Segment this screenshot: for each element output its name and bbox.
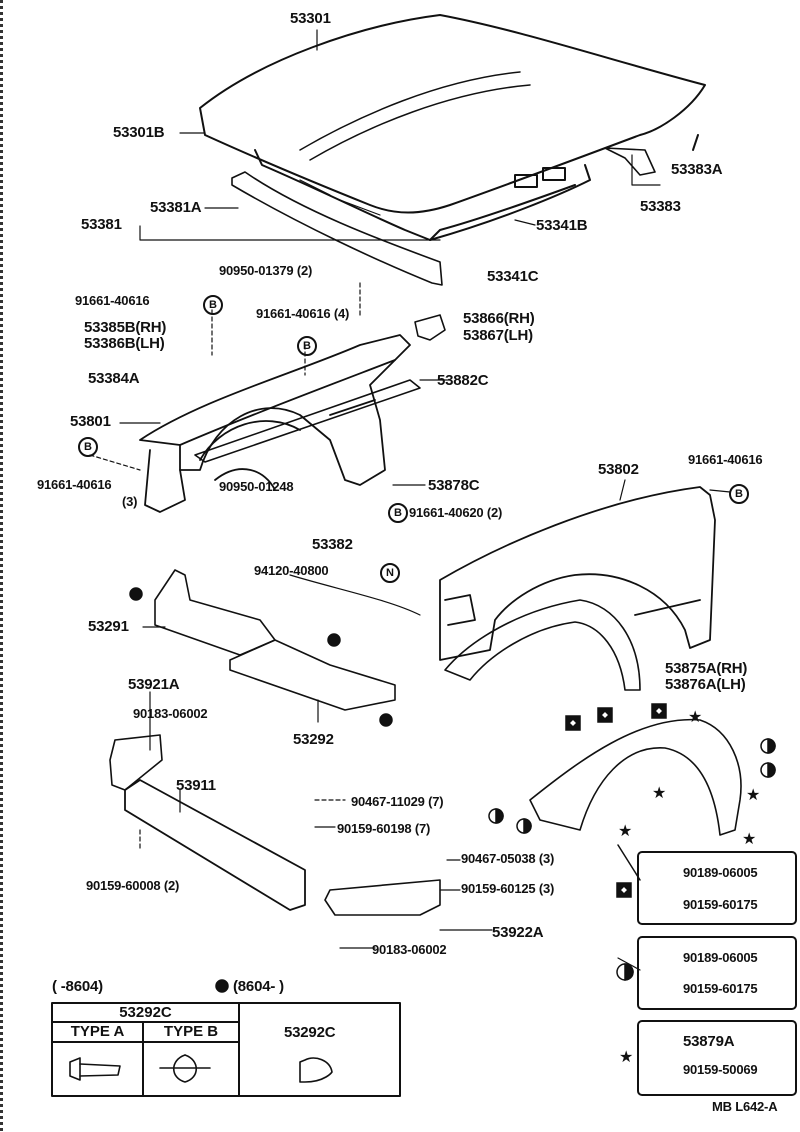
legend-type-b: TYPE B xyxy=(163,1023,219,1040)
half-circle-symbol-icon xyxy=(488,738,776,981)
part-53911: 53911 xyxy=(176,777,216,794)
left-fender xyxy=(139,334,411,513)
diamond-symbol-icon xyxy=(565,703,667,898)
clip-53292c-icon xyxy=(299,1057,333,1083)
part-53383: 53383 xyxy=(640,198,681,215)
part-53866: 53866(RH) xyxy=(463,310,535,327)
part-90159-60125: 90159-60125 (3) xyxy=(461,881,555,896)
legend-part-right: 53292C xyxy=(284,1024,336,1041)
fender-brace xyxy=(194,379,421,463)
bumper-bracket xyxy=(109,734,163,791)
svg-text:★: ★ xyxy=(742,829,756,848)
part-qty-3: (3) xyxy=(122,494,138,509)
svg-text:★: ★ xyxy=(619,1047,633,1066)
part-94120-40800: 94120-40800 xyxy=(254,563,329,578)
part-53341c: 53341C xyxy=(487,268,539,285)
right-fender xyxy=(439,486,716,661)
legend-range-new: (8604- ) xyxy=(233,978,284,995)
part-91661-40616: 91661-40616 xyxy=(75,293,150,308)
under-cover-53292 xyxy=(229,639,396,711)
part-91661-40616-qty3: 91661-40616 xyxy=(37,477,112,492)
part-53341b: 53341B xyxy=(536,217,588,234)
part-53801: 53801 xyxy=(70,413,111,430)
star-fastener-2: 90159-50069 xyxy=(683,1062,758,1077)
part-90183-06002-top: 90183-06002 xyxy=(133,706,208,721)
svg-text:★: ★ xyxy=(688,707,702,726)
hood-seal xyxy=(231,171,443,286)
part-90159-60198: 90159-60198 (7) xyxy=(337,821,431,836)
wheelhouse-liner xyxy=(529,718,742,836)
fastener-box-diamond xyxy=(637,851,797,925)
part-53386b: 53386B(LH) xyxy=(84,335,165,352)
front-bumper xyxy=(124,779,306,911)
part-53802: 53802 xyxy=(598,461,639,478)
part-53381: 53381 xyxy=(81,216,122,233)
part-90159-60008: 90159-60008 (2) xyxy=(86,878,180,893)
clip-type-b-icon xyxy=(159,1054,211,1083)
under-cover-53291 xyxy=(154,569,276,656)
part-53384a: 53384A xyxy=(88,370,140,387)
part-53382: 53382 xyxy=(312,536,353,553)
svg-text:★: ★ xyxy=(746,785,760,804)
part-91661-40620: 91661-40620 (2) xyxy=(409,505,503,520)
part-53301: 53301 xyxy=(290,10,331,27)
callout-b: B xyxy=(729,484,749,504)
part-90467-05038: 90467-05038 (3) xyxy=(461,851,555,866)
callout-b: B xyxy=(203,295,223,315)
legend-type-a: TYPE A xyxy=(70,1023,125,1040)
part-53922a: 53922A xyxy=(492,924,544,941)
diamond-fastener-1: 90189-06005 xyxy=(683,865,758,880)
part-90183-06002-bottom: 90183-06002 xyxy=(372,942,447,957)
legend-range-old: ( -8604) xyxy=(52,978,103,995)
diagram-code: MB L642-A xyxy=(712,1099,778,1114)
svg-text:★: ★ xyxy=(618,821,632,840)
part-53921a: 53921A xyxy=(128,676,180,693)
fastener-box-half-circle xyxy=(637,936,797,1010)
part-53385b: 53385B(RH) xyxy=(84,319,167,336)
half-circle-fastener-1: 90189-06005 xyxy=(683,950,758,965)
callout-b: B xyxy=(388,503,408,523)
part-90467-11029: 90467-11029 (7) xyxy=(351,794,444,809)
part-90950-01379: 90950-01379 (2) xyxy=(219,263,313,278)
svg-text:★: ★ xyxy=(652,783,666,802)
part-53875a: 53875A(RH) xyxy=(665,660,748,677)
star-fastener-1: 53879A xyxy=(683,1033,735,1050)
part-53878c: 53878C xyxy=(428,477,480,494)
clip-type-a-icon xyxy=(69,1057,121,1081)
fastener-box-star xyxy=(637,1020,797,1096)
part-91661-40616-right: 91661-40616 xyxy=(688,452,763,467)
part-90950-01248: 90950-01248 xyxy=(219,479,294,494)
fender-liner xyxy=(444,599,641,691)
part-53381a: 53381A xyxy=(150,199,202,216)
star-symbol-icon: ★ ★ ★ ★ ★ ★ xyxy=(618,707,760,1066)
fender-bracket xyxy=(414,314,446,341)
perforated-edge xyxy=(0,0,3,1132)
part-53882c: 53882C xyxy=(437,372,489,389)
part-53301b: 53301B xyxy=(113,124,165,141)
part-91661-40616-qty4: 91661-40616 (4) xyxy=(256,306,350,321)
diamond-fastener-2: 90159-60175 xyxy=(683,897,758,912)
part-53383a: 53383A xyxy=(671,161,723,178)
hood-hinge xyxy=(604,147,656,176)
half-circle-fastener-2: 90159-60175 xyxy=(683,981,758,996)
hood-panel xyxy=(199,14,706,241)
part-53867: 53867(LH) xyxy=(463,327,533,344)
clip-dot-icon xyxy=(129,587,393,993)
callout-b: B xyxy=(78,437,98,457)
callout-n: N xyxy=(380,563,400,583)
legend-part: 53292C xyxy=(119,1004,172,1021)
bumper-extension xyxy=(324,879,441,916)
part-53876a: 53876A(LH) xyxy=(665,676,746,693)
part-53291: 53291 xyxy=(88,618,129,635)
callout-b: B xyxy=(297,336,317,356)
part-53292: 53292 xyxy=(293,731,334,748)
